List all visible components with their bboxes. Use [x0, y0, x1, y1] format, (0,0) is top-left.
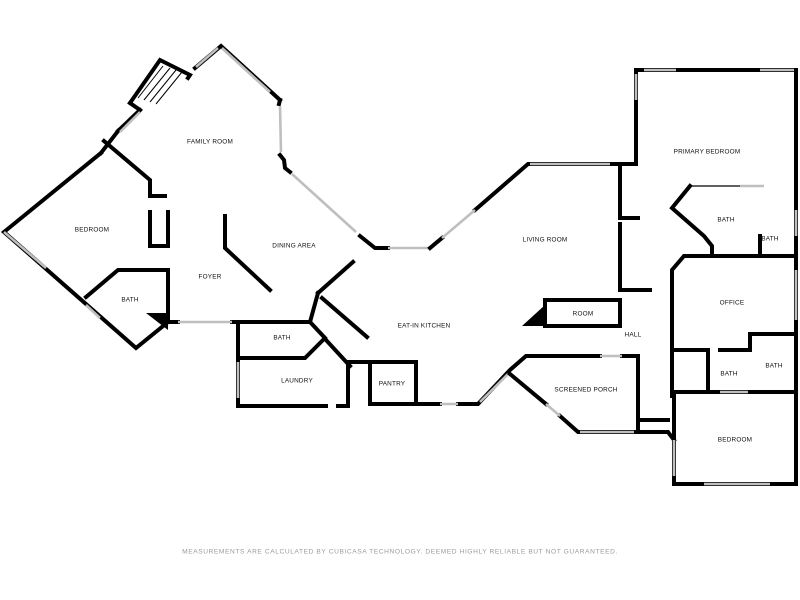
room-label-bath-office-right: BATH	[765, 362, 783, 370]
porch-walls	[507, 371, 677, 443]
room-label-bath-primary: BATH	[717, 216, 735, 224]
room-label-bath-west: BATH	[121, 296, 139, 304]
room-label-bath-primary-small: BATH	[761, 235, 779, 243]
room-label-foyer: FOYER	[198, 273, 222, 281]
room-label-bedroom-east: BEDROOM	[717, 436, 753, 444]
west-wing-windows	[3, 47, 430, 324]
room-label-office: OFFICE	[719, 299, 745, 307]
room-label-bath-laundry: BATH	[273, 334, 291, 342]
center-windows	[236, 162, 622, 406]
room-label-eat-in-kitchen: EAT-IN KITCHEN	[397, 322, 451, 330]
east-wing-walls	[634, 68, 798, 486]
room-label-primary-bedroom: PRIMARY BEDROOM	[673, 148, 741, 156]
room-label-living-room: LIVING ROOM	[522, 236, 568, 244]
room-label-family-room: FAMILY ROOM	[187, 138, 233, 146]
room-label-room: ROOM	[572, 310, 594, 318]
east-wing-windows	[634, 68, 798, 486]
room-label-bath-office-left: BATH	[720, 370, 738, 378]
room-label-dining-area: DINING AREA	[272, 242, 316, 250]
room-label-hall: HALL	[624, 331, 642, 339]
room-label-pantry: PANTRY	[378, 380, 406, 388]
room-label-screened-porch: SCREENED PORCH	[554, 386, 618, 394]
stairs	[137, 65, 183, 105]
west-wing-walls	[0, 43, 390, 351]
disclaimer-text: MEASUREMENTS ARE CALCULATED BY CUBICASA …	[182, 548, 618, 556]
room-label-bedroom-west: BEDROOM	[74, 226, 110, 234]
center-walls	[236, 68, 640, 432]
porch-windows	[545, 403, 634, 434]
room-label-laundry: LAUNDRY	[281, 377, 313, 385]
